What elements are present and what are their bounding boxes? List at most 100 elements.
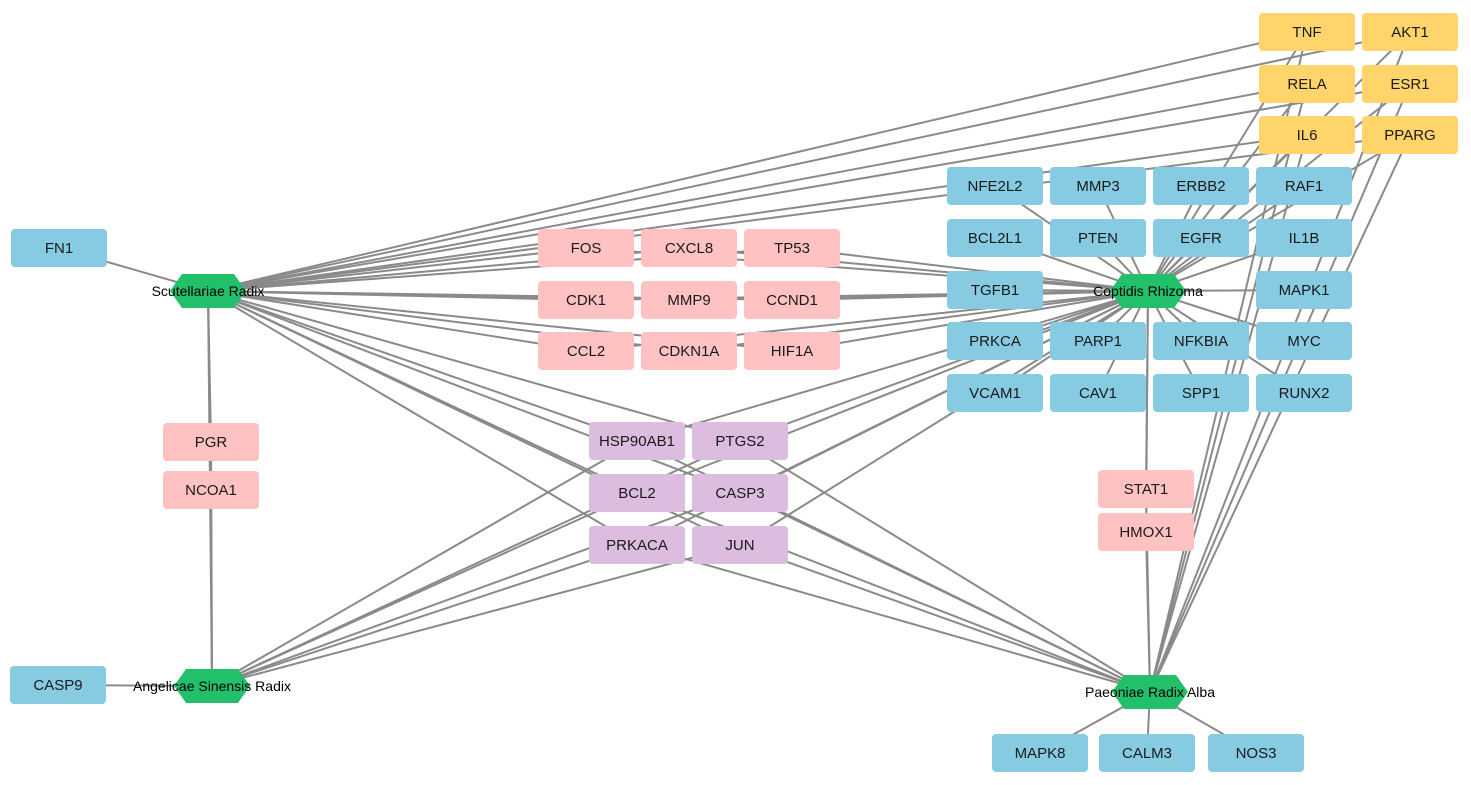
edge-ptgs2-sr	[207, 290, 741, 442]
node-label: TNF	[1292, 24, 1321, 41]
node-bcl2: BCL2	[589, 474, 685, 512]
edge-ccl2-sr	[207, 290, 587, 352]
node-box	[947, 167, 1043, 205]
node-nos3: NOS3	[1208, 734, 1304, 772]
node-label: CXCL8	[665, 240, 713, 257]
node-ccl2: CCL2	[538, 332, 634, 370]
node-myc: MYC	[1256, 322, 1352, 360]
edge-pparg-pa	[1149, 134, 1411, 693]
node-label: CCL2	[567, 343, 605, 360]
node-box	[692, 422, 788, 460]
node-label: NOS3	[1236, 745, 1277, 762]
node-box	[1098, 513, 1194, 551]
node-label: TGFB1	[971, 282, 1019, 299]
node-parp1: PARP1	[1050, 322, 1146, 360]
node-box	[1362, 116, 1458, 154]
node-ncoa1: NCOA1	[163, 471, 259, 509]
node-spp1: SPP1	[1153, 374, 1249, 412]
node-box	[1099, 734, 1195, 772]
node-box	[589, 474, 685, 512]
node-erbb2: ERBB2	[1153, 167, 1249, 205]
edge-hmox1-pa	[1145, 531, 1151, 693]
node-box	[1256, 374, 1352, 412]
hub-label: Angelicae Sinensis Radix	[133, 678, 291, 694]
node-bcl2l1: BCL2L1	[947, 219, 1043, 257]
node-box	[1050, 322, 1146, 360]
hub-hexagon	[1112, 675, 1188, 709]
edge-jun-pa	[739, 544, 1151, 693]
node-pparg: PPARG	[1362, 116, 1458, 154]
hub-angelicae-sinensis-radix: Angelicae Sinensis Radix	[133, 669, 291, 703]
node-box	[992, 734, 1088, 772]
node-label: PTGS2	[715, 433, 764, 450]
node-label: HIF1A	[771, 343, 814, 360]
node-box	[744, 332, 840, 370]
node-label: NFE2L2	[967, 178, 1022, 195]
node-box	[538, 229, 634, 267]
node-mapk1: MAPK1	[1256, 271, 1352, 309]
node-label: BCL2	[618, 485, 656, 502]
hub-label: Coptidis Rhizoma	[1093, 283, 1203, 299]
node-box	[1050, 167, 1146, 205]
node-runx2: RUNX2	[1256, 374, 1352, 412]
edge-casp3-pa	[739, 492, 1151, 693]
node-label: ESR1	[1390, 76, 1429, 93]
node-box	[538, 281, 634, 319]
edge-prkaca-sr	[207, 290, 638, 546]
node-label: MMP9	[667, 292, 710, 309]
node-esr1: ESR1	[1362, 65, 1458, 103]
node-box	[641, 229, 737, 267]
edge-casp3-sr	[207, 290, 741, 494]
edge-ptgs2-pa	[739, 440, 1151, 693]
node-label: FN1	[45, 240, 73, 257]
node-akt1: AKT1	[1362, 13, 1458, 51]
node-label: CAV1	[1079, 385, 1117, 402]
edge-pparg-sr	[207, 134, 1411, 292]
node-label: PRKCA	[969, 333, 1021, 350]
edge-akt1-sr	[207, 31, 1411, 292]
node-tgfb1: TGFB1	[947, 271, 1043, 309]
node-casp3: CASP3	[692, 474, 788, 512]
node-il1b: IL1B	[1256, 219, 1352, 257]
node-jun: JUN	[692, 526, 788, 564]
node-label: NFKBIA	[1174, 333, 1228, 350]
edge-hsp90ab1-sr	[207, 290, 638, 442]
node-mmp9: MMP9	[641, 281, 737, 319]
node-box	[1050, 374, 1146, 412]
node-hif1a: HIF1A	[744, 332, 840, 370]
node-label: BCL2L1	[968, 230, 1022, 247]
node-cxcl8: CXCL8	[641, 229, 737, 267]
node-label: CASP9	[33, 677, 82, 694]
node-label: CASP3	[715, 485, 764, 502]
node-egfr: EGFR	[1153, 219, 1249, 257]
node-label: RELA	[1287, 76, 1326, 93]
node-label: PARP1	[1074, 333, 1122, 350]
node-label: TP53	[774, 240, 810, 257]
node-label: RAF1	[1285, 178, 1323, 195]
node-box	[1362, 65, 1458, 103]
node-cdkn1a: CDKN1A	[641, 332, 737, 370]
node-box	[947, 219, 1043, 257]
node-label: STAT1	[1124, 481, 1168, 498]
node-label: MAPK1	[1279, 282, 1330, 299]
edge-hif1a-cr	[791, 290, 1149, 352]
node-ptgs2: PTGS2	[692, 422, 788, 460]
edge-ptgs2-cr	[739, 290, 1149, 442]
node-box	[641, 332, 737, 370]
node-nfe2l2: NFE2L2	[947, 167, 1043, 205]
node-box	[947, 322, 1043, 360]
node-box	[744, 281, 840, 319]
edge-tnf-sr	[207, 31, 1308, 292]
node-hsp90ab1: HSP90AB1	[589, 422, 685, 460]
node-rela: RELA	[1259, 65, 1355, 103]
hub-label: Paeoniae Radix Alba	[1085, 684, 1215, 700]
node-stat1: STAT1	[1098, 470, 1194, 508]
node-label: CCND1	[766, 292, 818, 309]
node-il6: IL6	[1259, 116, 1355, 154]
edge-jun-as	[211, 544, 741, 687]
node-label: FOS	[571, 240, 602, 257]
hub-hexagon	[174, 669, 250, 703]
node-raf1: RAF1	[1256, 167, 1352, 205]
